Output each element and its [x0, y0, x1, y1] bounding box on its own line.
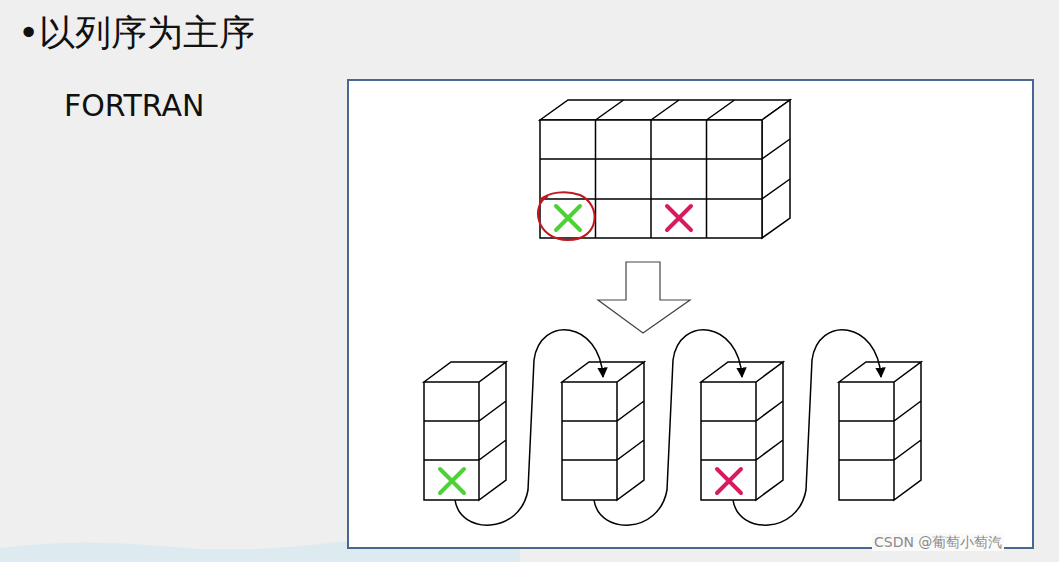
column-block	[701, 362, 783, 500]
column-block	[839, 362, 921, 500]
highlight-circle	[538, 192, 595, 240]
column-block	[562, 362, 644, 500]
down-arrow	[598, 262, 690, 333]
slide-title: •以列序为主序	[18, 10, 255, 56]
column-block	[424, 362, 506, 500]
watermark: CSDN @葡萄小萄汽	[872, 533, 1004, 551]
order-link	[455, 330, 881, 525]
cross-mark	[556, 206, 691, 230]
frame	[348, 80, 1033, 548]
language-label: FORTRAN	[64, 86, 204, 126]
cross-mark	[440, 469, 741, 493]
array-block	[540, 100, 790, 238]
